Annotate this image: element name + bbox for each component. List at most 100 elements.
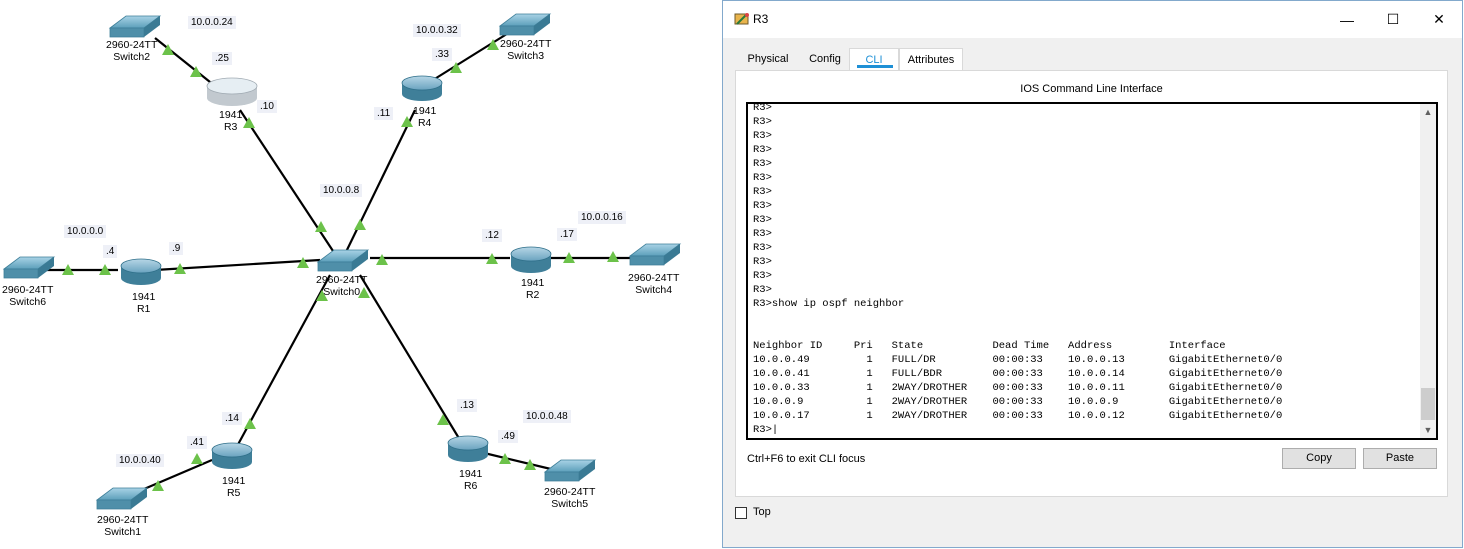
- link-light: [191, 453, 203, 464]
- cli-heading: IOS Command Line Interface: [1020, 83, 1163, 95]
- switch-icon[interactable]: [498, 13, 552, 36]
- scroll-down-icon[interactable]: ▼: [1423, 425, 1433, 435]
- interface-label: .25: [212, 52, 232, 65]
- link-light: [174, 263, 186, 274]
- interface-label: .33: [432, 48, 452, 61]
- link-light: [524, 459, 536, 470]
- link-light: [607, 251, 619, 262]
- link-light: [244, 418, 256, 429]
- interface-label: .41: [187, 436, 207, 449]
- link-light: [152, 480, 164, 491]
- link-light: [243, 117, 255, 128]
- tab-cli[interactable]: CLI: [849, 48, 899, 70]
- tab-physical[interactable]: Physical: [747, 53, 789, 65]
- window-title: R3: [753, 12, 769, 26]
- link-light: [162, 44, 174, 55]
- close-icon: ✕: [1433, 11, 1445, 27]
- maximize-button[interactable]: ☐: [1370, 1, 1416, 38]
- link-light: [190, 66, 202, 77]
- scroll-up-icon[interactable]: ▲: [1423, 107, 1433, 117]
- copy-button[interactable]: Copy: [1282, 448, 1356, 469]
- interface-label: .4: [103, 245, 118, 258]
- topology-canvas[interactable]: 10.0.0.24 10.0.0.32 10.0.0.8 10.0.0.0 10…: [0, 0, 722, 549]
- link-light: [486, 253, 498, 264]
- router-icon[interactable]: [510, 246, 552, 273]
- interface-label: .14: [222, 412, 242, 425]
- link-light: [401, 116, 413, 127]
- link-r3-switch0[interactable]: [239, 109, 336, 255]
- cli-focus-hint: Ctrl+F6 to exit CLI focus: [747, 453, 866, 465]
- link-r4-switch0[interactable]: [344, 109, 416, 255]
- router-icon[interactable]: [447, 435, 489, 462]
- interface-label: .17: [557, 228, 577, 241]
- r3-device-window[interactable]: R3 — ☐ ✕ Physical Config CLI Attributes …: [722, 0, 1463, 548]
- network-label: 10.0.0.32: [413, 24, 461, 37]
- link-light: [358, 287, 370, 298]
- router-app-icon: [734, 13, 749, 25]
- router-icon[interactable]: [206, 77, 258, 106]
- link-light: [450, 62, 462, 73]
- cli-console[interactable]: R3> R3> R3> R3> R3> R3> R3> R3> R3> R3> …: [746, 102, 1438, 440]
- cli-panel: IOS Command Line Interface R3> R3> R3> R…: [735, 70, 1448, 497]
- router-icon[interactable]: [120, 258, 162, 285]
- link-switch2-r3[interactable]: [154, 37, 216, 87]
- window-titlebar[interactable]: R3 — ☐ ✕: [723, 1, 1462, 38]
- link-light: [99, 264, 111, 275]
- tab-attributes[interactable]: Attributes: [899, 48, 963, 70]
- top-checkbox[interactable]: [735, 507, 747, 519]
- switch-icon[interactable]: [543, 459, 597, 482]
- minimize-icon: —: [1340, 11, 1354, 28]
- close-button[interactable]: ✕: [1416, 1, 1462, 38]
- switch-icon[interactable]: [95, 487, 149, 510]
- interface-label: .13: [457, 399, 477, 412]
- interface-label: .9: [169, 242, 184, 255]
- console-scrollbar[interactable]: ▲ ▼: [1420, 104, 1436, 438]
- link-light: [437, 414, 449, 425]
- link-r6-switch5[interactable]: [479, 450, 556, 472]
- router-icon[interactable]: [401, 75, 443, 101]
- link-light: [487, 39, 499, 50]
- link-switch3-r4[interactable]: [432, 31, 511, 81]
- link-light: [297, 257, 309, 268]
- top-checkbox-label: Top: [753, 506, 771, 518]
- link-light: [499, 453, 511, 464]
- interface-label: .12: [482, 229, 502, 242]
- console-output[interactable]: R3> R3> R3> R3> R3> R3> R3> R3> R3> R3> …: [753, 102, 1283, 436]
- switch-icon[interactable]: [2, 256, 56, 279]
- scroll-thumb[interactable]: [1421, 388, 1435, 420]
- minimize-button[interactable]: —: [1324, 1, 1370, 38]
- network-label: 10.0.0.40: [116, 454, 164, 467]
- maximize-icon: ☐: [1386, 11, 1400, 27]
- tab-config[interactable]: Config: [809, 53, 841, 65]
- switch-icon[interactable]: [316, 249, 370, 272]
- switch-icon[interactable]: [108, 15, 162, 38]
- active-tab-indicator: [857, 65, 893, 68]
- link-light: [354, 219, 366, 230]
- router-icon[interactable]: [211, 442, 253, 469]
- network-label: 10.0.0.48: [523, 410, 571, 423]
- network-label: 10.0.0.24: [188, 16, 236, 29]
- network-label: 10.0.0.0: [64, 225, 107, 238]
- topology-links: [2, 13, 682, 510]
- network-label: 10.0.0.16: [578, 211, 626, 224]
- interface-label: .11: [374, 107, 394, 120]
- link-light: [376, 254, 388, 265]
- network-label: 10.0.0.8: [320, 184, 363, 197]
- link-light: [315, 221, 327, 232]
- switch-icon[interactable]: [628, 243, 682, 266]
- link-r6-switch0[interactable]: [359, 274, 461, 441]
- paste-button[interactable]: Paste: [1363, 448, 1437, 469]
